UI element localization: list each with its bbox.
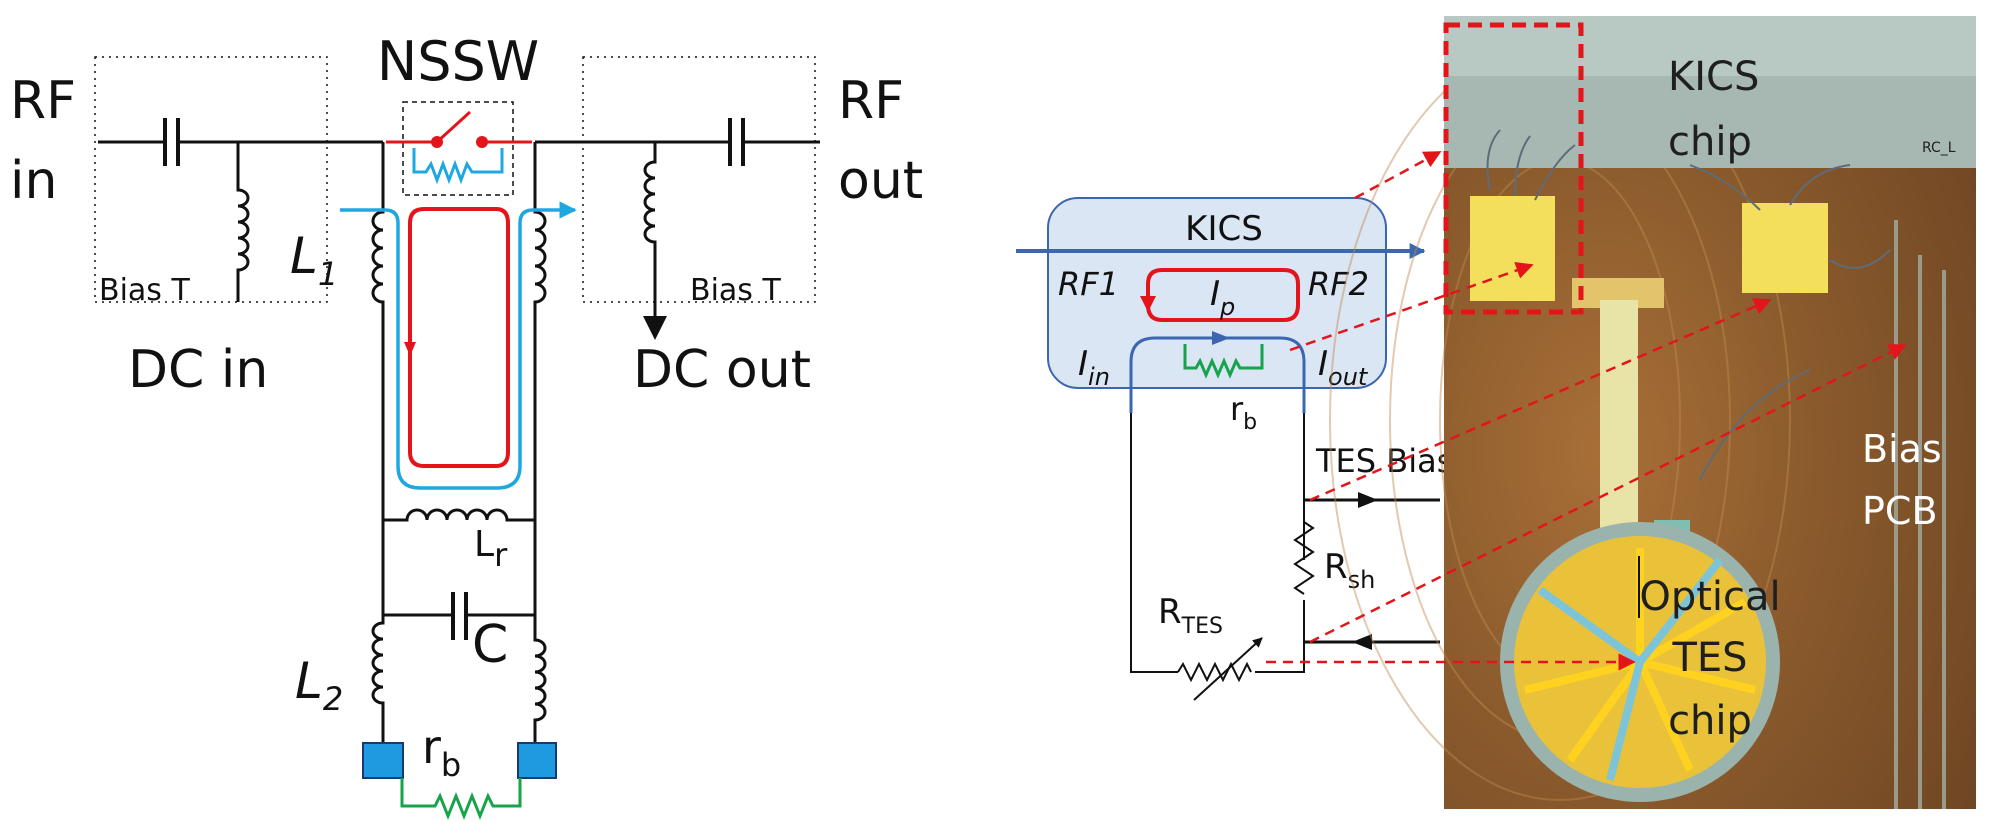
c-label: C <box>472 615 508 675</box>
rf-out-label-1: RF <box>838 71 904 131</box>
kics-highlight-box <box>1443 22 1584 315</box>
kics-label: KICS <box>1185 209 1263 249</box>
tes-chip-label-2: TES <box>1671 635 1747 681</box>
kics-rb-resistor-icon <box>1183 344 1264 379</box>
tes-bias-bottom-arrow-icon <box>1352 634 1372 650</box>
kics-chip-lighter-top <box>1444 16 1976 76</box>
current-loop-outer <box>340 201 577 490</box>
l2-label: L2 <box>295 652 343 718</box>
tes-chip-label-1: Optical <box>1639 574 1780 620</box>
bias-t-left-label: Bias T <box>99 273 190 308</box>
iin-label: Iin <box>1078 344 1110 391</box>
bias-pcb-label-2: PCB <box>1862 489 1938 533</box>
rtes-resistor <box>1177 661 1252 683</box>
rf-in-label-2: in <box>10 151 57 211</box>
bias-t-right-box <box>582 56 816 303</box>
nssw-resistor-icon <box>412 148 504 185</box>
l2-left-inductor <box>371 615 385 752</box>
bias-pcb-label-1: Bias <box>1862 427 1942 471</box>
dc-in-label: DC in <box>128 340 268 400</box>
pad-right <box>517 742 557 779</box>
tes-circuit <box>1130 413 1315 701</box>
kics-ip-arrow-icon <box>1140 296 1156 312</box>
rf1-label: RF1 <box>1058 265 1119 303</box>
rb-resistor-icon <box>400 778 522 821</box>
kics-chip-label-1: KICS <box>1668 54 1759 100</box>
lr-inductor <box>383 508 535 522</box>
rtes-variable-arrow <box>1193 637 1263 701</box>
kics-rb-label: rb <box>1230 390 1257 435</box>
pad-left <box>362 742 404 779</box>
l1-label: L1 <box>290 227 338 293</box>
current-loop-inner-arrow-icon <box>404 342 416 356</box>
photo-corner-mark: RC_L <box>1922 140 1956 156</box>
kics-inner-arrow-icon <box>1212 331 1230 345</box>
nssw-label: NSSW <box>377 30 539 93</box>
nssw-switch-icon <box>386 110 532 148</box>
rail-left <box>371 142 385 615</box>
rtes-label: RTES <box>1158 592 1223 639</box>
ip-label: Ip <box>1210 274 1235 321</box>
current-loop-inner <box>408 207 510 468</box>
iout-label: Iout <box>1318 344 1369 391</box>
device-photo: RC_L KICS chip Bias PCB Optical TES chip <box>1329 16 1976 809</box>
rail-right <box>533 142 547 615</box>
rf-out-label-2: out <box>838 151 923 211</box>
bias-t-right-label: Bias T <box>690 273 781 308</box>
kics-pad-right <box>1742 203 1828 293</box>
kics-box <box>1047 197 1387 389</box>
lr-label: Lr <box>474 524 508 574</box>
rsh-resistor <box>1293 521 1315 595</box>
tes-feed-stem <box>1600 300 1638 535</box>
kics-ip-loop <box>1146 268 1300 322</box>
bias-pcb-traces <box>1894 220 1946 809</box>
l2-right-inductor <box>533 615 547 752</box>
rb-label: rb <box>422 720 461 784</box>
callout-arrows <box>1266 150 1907 671</box>
tes-bias-top-arrow-icon <box>1358 492 1378 508</box>
kics-pad-left <box>1470 196 1555 301</box>
nssw-box <box>402 101 514 196</box>
tes-chip-label-3: chip <box>1668 698 1752 744</box>
left-circuit <box>94 56 820 752</box>
dc-out-label: DC out <box>633 340 811 400</box>
rf2-label: RF2 <box>1308 265 1369 303</box>
kics-chip-label-2: chip <box>1668 119 1752 165</box>
rsh-label: Rsh <box>1324 547 1375 594</box>
bias-t-left-inductor <box>236 142 250 302</box>
dc-out-arrow-icon <box>643 316 667 340</box>
tes-bias-label: TES Bias <box>1315 442 1453 480</box>
bias-t-right-inductor <box>643 142 657 302</box>
bond-wires <box>1486 129 1891 481</box>
rf-in-label-1: RF <box>10 71 76 131</box>
